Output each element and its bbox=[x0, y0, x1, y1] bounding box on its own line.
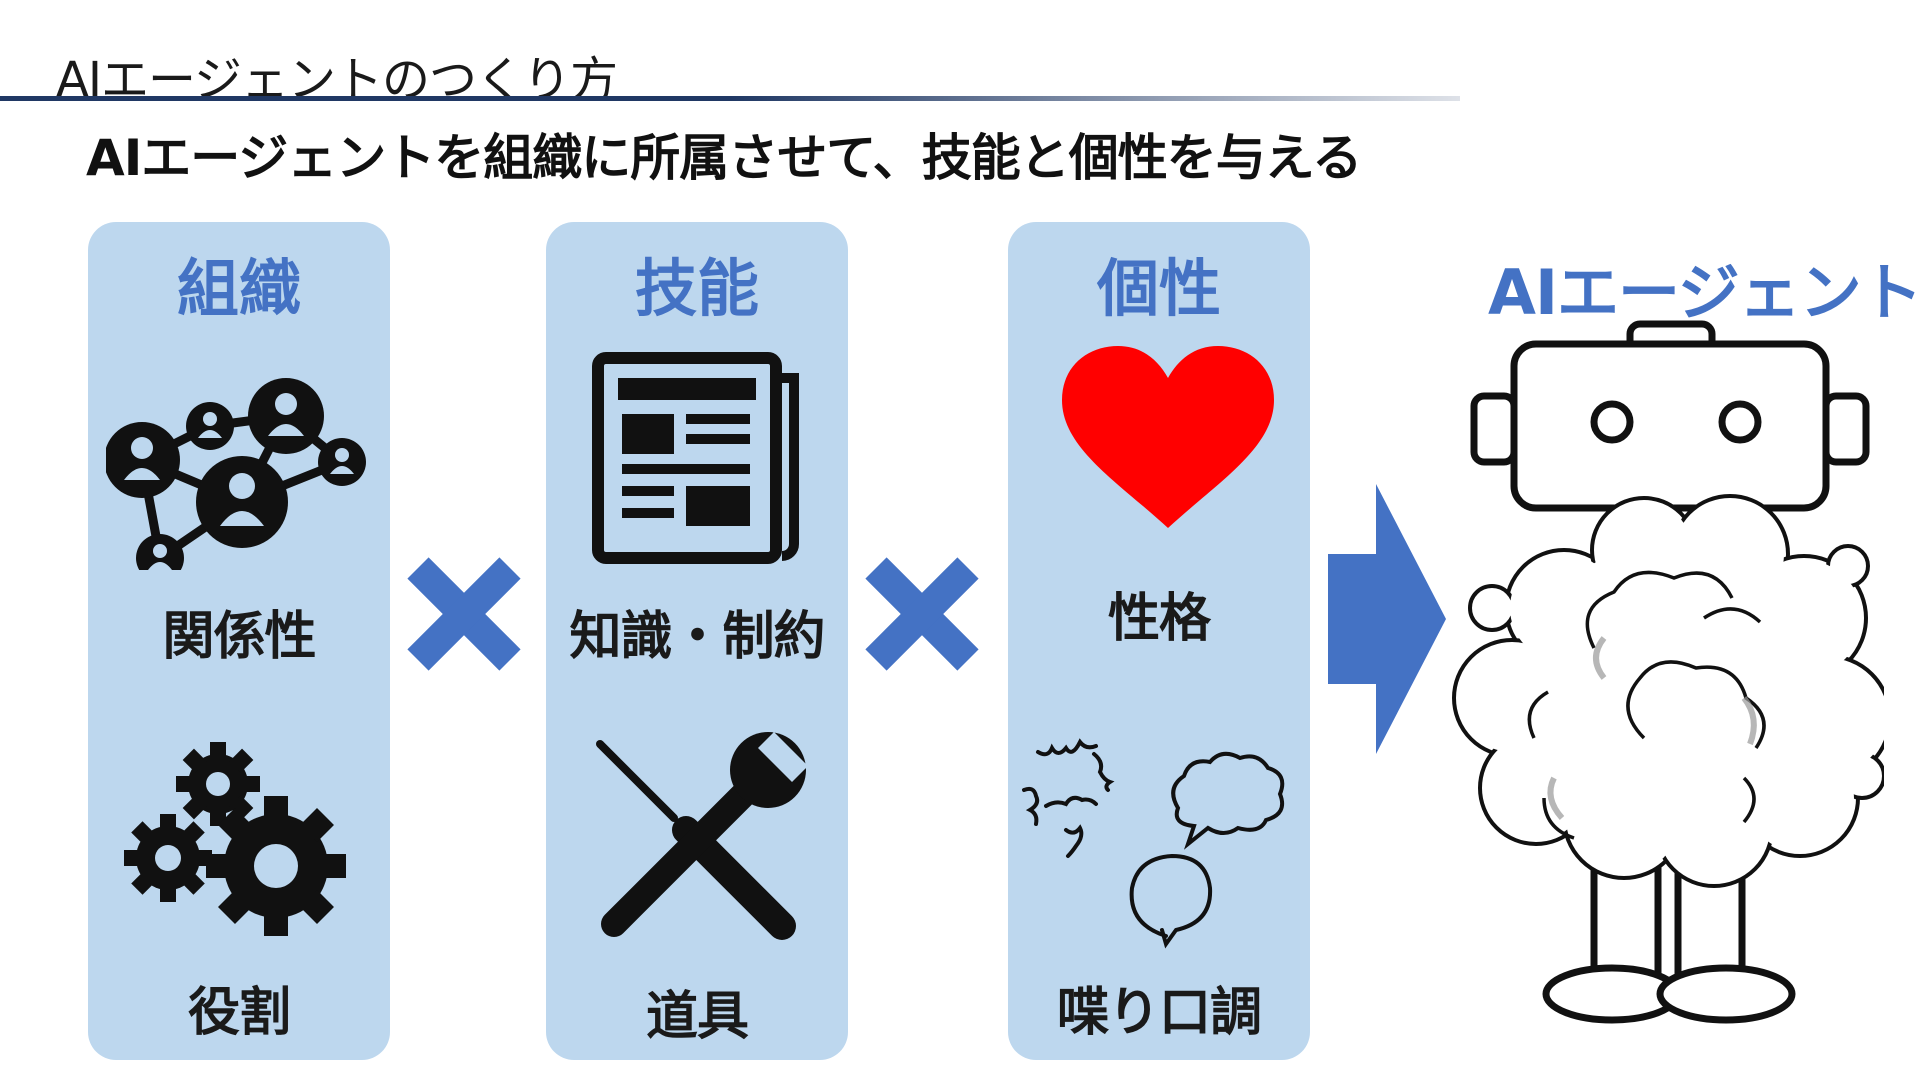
multiply-icon bbox=[864, 556, 980, 672]
headline: AIエージェントを組織に所属させて、技能と個性を与える bbox=[86, 118, 1361, 190]
panel-label-tools: 道具 bbox=[546, 974, 848, 1049]
multiply-icon bbox=[406, 556, 522, 672]
panel-label-speech-style: 喋り口調 bbox=[1008, 970, 1310, 1045]
panel-title: 組織 bbox=[88, 238, 390, 328]
panel-personality: 個性 性格 喋り口調 bbox=[1008, 222, 1310, 1060]
panel-label-character: 性格 bbox=[1008, 576, 1310, 651]
panel-organization: 組織 関係性 bbox=[88, 222, 390, 1060]
panel-label-role: 役割 bbox=[88, 970, 390, 1045]
panel-title: 技能 bbox=[546, 238, 848, 328]
network-icon bbox=[106, 340, 376, 570]
arrow-right-icon bbox=[1328, 484, 1446, 754]
panel-skills: 技能 知識・制約 道具 bbox=[546, 222, 848, 1060]
panel-label-knowledge: 知識・制約 bbox=[546, 594, 848, 669]
robot-icon bbox=[1444, 318, 1884, 1038]
speech-bubbles-icon bbox=[1016, 730, 1308, 960]
newspaper-icon bbox=[592, 352, 806, 568]
panel-label-relationship: 関係性 bbox=[88, 594, 390, 669]
panel-title: 個性 bbox=[1008, 238, 1310, 328]
gears-icon bbox=[124, 738, 354, 938]
heart-icon bbox=[1058, 342, 1278, 532]
header-rule bbox=[0, 96, 1460, 101]
tools-icon bbox=[586, 730, 808, 952]
